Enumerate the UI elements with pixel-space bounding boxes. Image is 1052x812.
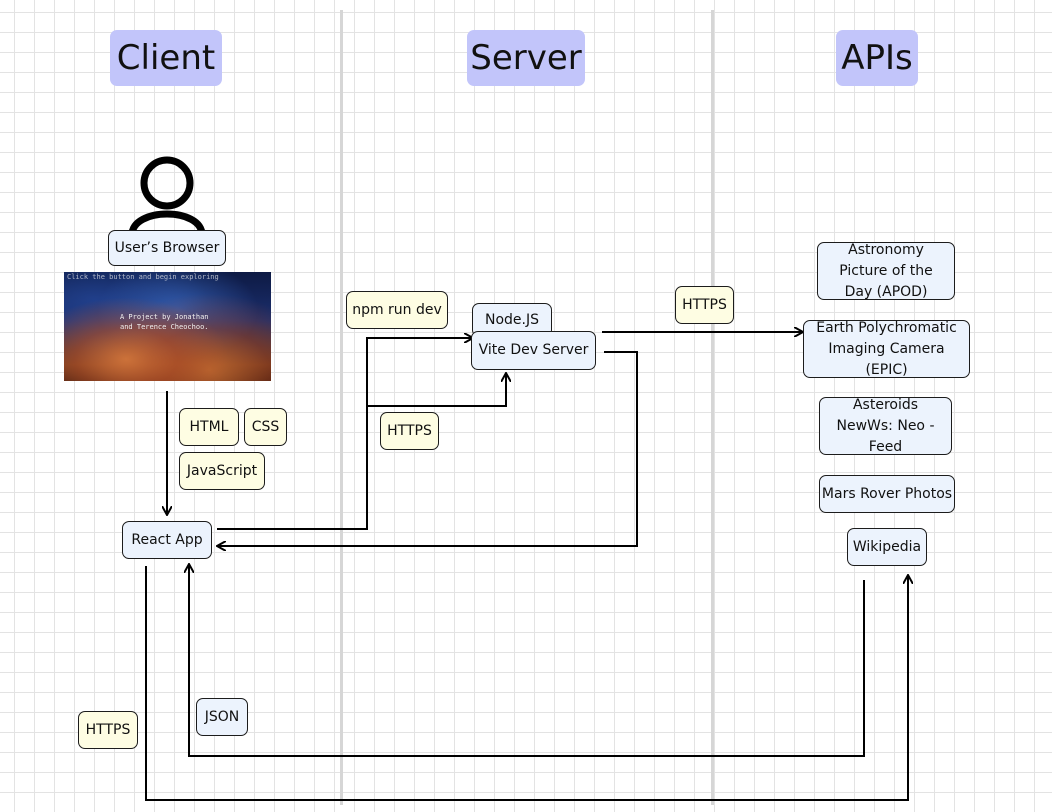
arrow-vite-to-react [218, 351, 638, 546]
mars-rover-box: Mars Rover Photos [819, 475, 955, 513]
client-https-box: HTTPS [78, 711, 138, 749]
arrow-https-to-wikipedia [145, 566, 908, 801]
space-screenshot-image: Click the button and begin exploring A P… [64, 272, 271, 381]
lane-divider-client-server [340, 10, 343, 805]
wikipedia-box: Wikipedia [847, 528, 927, 566]
arrow-https-to-vite [367, 374, 506, 407]
npm-run-dev-box: npm run dev [346, 291, 448, 329]
neo-feed-box: Asteroids NewWs: Neo - Feed [819, 397, 952, 455]
epic-box: Earth Polychromatic Imaging Camera (EPIC… [803, 320, 970, 378]
json-box: JSON [196, 698, 248, 736]
arrow-react-to-vite [217, 338, 472, 530]
react-app-box: React App [122, 521, 212, 559]
server-lane-header: Server [467, 30, 585, 86]
server-https-box: HTTPS [380, 412, 439, 450]
client-lane-header: Client [110, 30, 222, 86]
https-to-api-box: HTTPS [675, 286, 734, 324]
image-caption-line2: and Terence Cheochoo. [120, 323, 209, 331]
javascript-box: JavaScript [179, 452, 265, 490]
css-box: CSS [244, 408, 287, 446]
image-caption-line1: A Project by Jonathan [120, 313, 209, 321]
user-icon [128, 156, 206, 236]
image-top-text: Click the button and begin exploring [67, 273, 219, 281]
apod-box: Astronomy Picture of the Day (APOD) [817, 242, 955, 300]
vite-dev-server-box: Vite Dev Server [471, 331, 596, 370]
users-browser-box: User’s Browser [108, 230, 226, 266]
arrow-json-to-react [189, 565, 865, 757]
apis-lane-header: APIs [836, 30, 918, 86]
lane-divider-server-apis [711, 10, 714, 805]
html-box: HTML [179, 408, 239, 446]
